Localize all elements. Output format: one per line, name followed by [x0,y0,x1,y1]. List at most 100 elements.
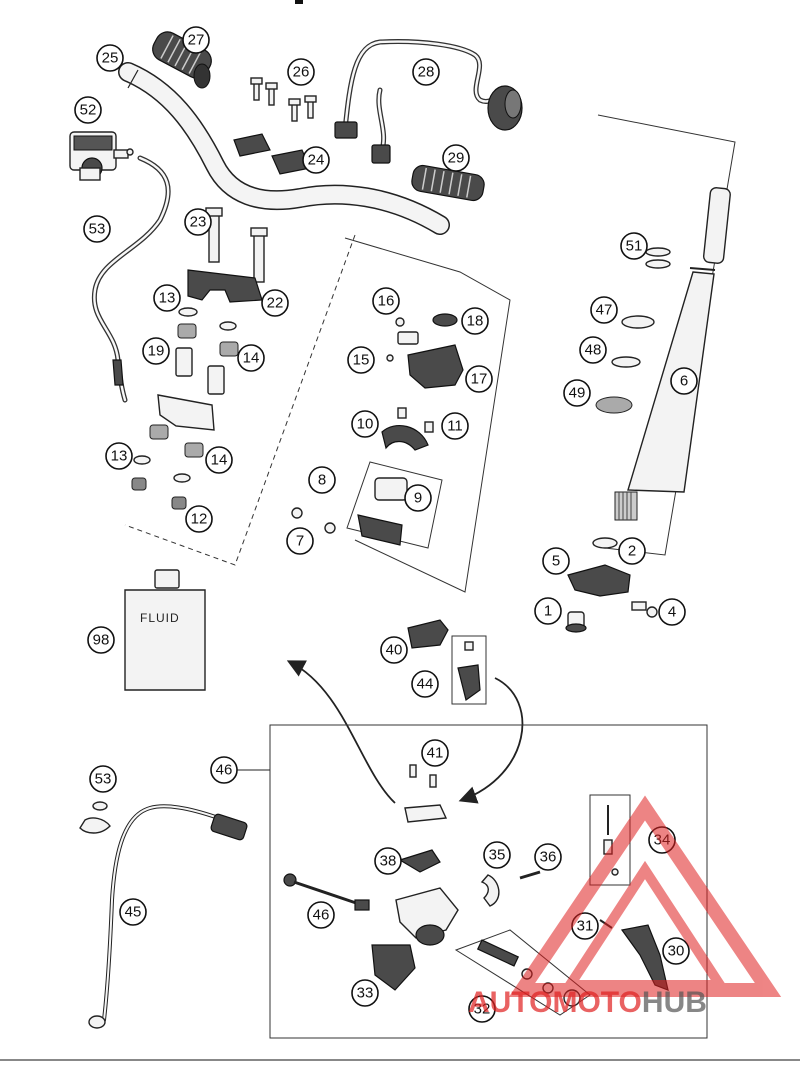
callout-39: 40 [380,636,408,664]
callout-30: 30 [662,937,690,965]
callout-26: 26 [287,58,315,86]
callout-44: 45 [119,898,147,926]
callout-47: 47 [590,296,618,324]
callout-29: 29 [442,144,470,172]
svg-text:11: 11 [447,418,463,435]
callout-13a: 13 [153,284,181,312]
svg-text:23: 23 [190,214,207,231]
callout-36: 36 [534,843,562,871]
callout-10: 10 [351,410,379,438]
callout-7: 7 [286,527,314,555]
upper-bolts-23 [205,207,268,283]
svg-text:40: 40 [386,642,403,659]
callout-12: 12 [185,505,213,533]
riser-8-9 [291,461,443,549]
clamps-25 [233,133,311,175]
top-clamp-17 [386,313,464,389]
svg-text:13: 13 [111,448,128,465]
callout-16: 16 [372,287,400,315]
svg-text:2: 2 [628,543,636,560]
svg-text:52: 52 [80,102,97,119]
callout-41: 44 [411,670,439,698]
svg-text:13: 13 [159,290,176,307]
rubber-bushings [131,307,239,510]
svg-text:16: 16 [378,293,395,310]
brake-line [79,801,248,1029]
screws-26 [250,77,317,122]
svg-text:8: 8 [318,472,326,489]
callout-46: 46 [210,756,238,784]
callout-1: 1 [534,597,562,625]
svg-text:26: 26 [293,64,310,81]
handlebar [118,62,450,235]
svg-text:31: 31 [577,918,594,935]
left-grip [152,31,212,89]
callout-13b: 13 [105,442,133,470]
svg-text:38: 38 [380,853,397,870]
callout-19: 19 [142,337,170,365]
callout-50: 51 [620,232,648,260]
svg-text:7: 7 [296,533,304,550]
svg-text:17: 17 [471,371,488,388]
callout-51: 52 [74,96,102,124]
svg-text:46: 46 [313,907,330,924]
svg-text:1: 1 [544,603,552,620]
svg-text:53: 53 [95,771,112,788]
svg-text:45: 45 [125,904,142,921]
callout-28: 28 [412,58,440,86]
clamp-22 [187,269,263,303]
bottle-label: FLUID [140,611,180,625]
svg-text:32: 32 [474,1001,491,1018]
arrow-left [286,660,396,804]
callout-35: 35 [483,841,511,869]
callout-22: 22 [261,289,289,317]
callout-38: 38 [374,847,402,875]
top-edge-mark [295,0,303,4]
switch-harness [334,39,523,164]
callout-2: 2 [618,537,646,565]
svg-text:53: 53 [89,221,106,238]
callout-15: 15 [347,346,375,374]
callout-45: 46 [307,901,335,929]
svg-text:9: 9 [414,490,422,507]
frame-middle [344,237,511,593]
svg-text:48: 48 [585,342,602,359]
callout-4: 4 [658,598,686,626]
svg-text:49: 49 [569,385,586,402]
arrow-right [458,677,524,804]
svg-text:12: 12 [191,511,208,528]
svg-text:28: 28 [418,64,435,81]
brake-parts [283,764,669,1016]
svg-text:30: 30 [668,943,685,960]
svg-text:35: 35 [489,847,506,864]
svg-text:98: 98 [93,632,110,649]
callout-5: 5 [542,547,570,575]
callout-49: 49 [563,379,591,407]
svg-text:14: 14 [243,350,260,367]
svg-text:14: 14 [211,452,228,469]
svg-text:4: 4 [668,604,676,621]
svg-text:25: 25 [102,50,119,67]
frame-left [124,234,356,566]
svg-text:41: 41 [427,745,444,762]
callout-27: 27 [182,26,210,54]
callout-14a: 14 [237,344,265,372]
throttle-assembly [69,131,129,181]
svg-text:18: 18 [467,313,484,330]
callout-31: 31 [571,912,599,940]
callout-18: 18 [461,307,489,335]
clamp-10-11 [381,407,434,451]
svg-text:22: 22 [267,295,284,312]
svg-text:5: 5 [552,553,560,570]
callout-48: 48 [579,336,607,364]
svg-text:29: 29 [448,150,465,167]
callout-33: 33 [351,979,379,1007]
svg-text:47: 47 [596,302,613,319]
callout-52: 53 [83,215,111,243]
brake-kit-frame [269,724,708,1039]
callout-24: 25 [96,44,124,72]
steering-stem [595,187,731,521]
svg-text:15: 15 [353,352,370,369]
svg-text:51: 51 [626,238,643,255]
